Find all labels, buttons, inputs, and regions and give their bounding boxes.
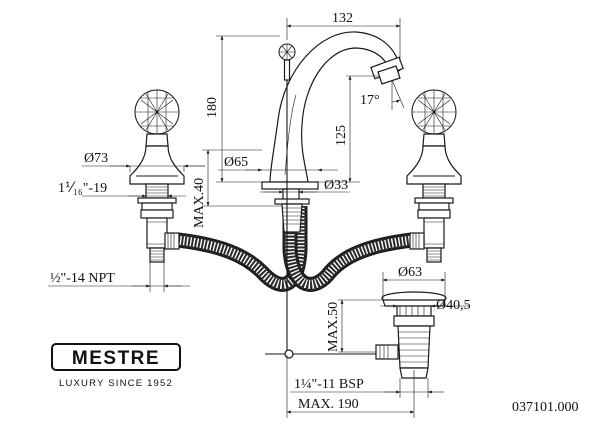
dim-handle-base-dia: Ø73 — [84, 151, 108, 166]
brand-name: MESTRE — [72, 348, 160, 369]
dim-handle-thread: 1⅟₁₆"-19 — [58, 181, 107, 196]
dim-drain-thread: 1¼"-11 BSP — [294, 377, 364, 392]
dim-drain-flange-dia: Ø63 — [398, 265, 422, 280]
dim-spout-reach: 132 — [332, 11, 353, 26]
dim-inlet-thread: ½"-14 NPT — [50, 271, 115, 286]
left-handle — [129, 89, 185, 263]
product-code: 037101.000 — [512, 400, 579, 415]
spout — [261, 31, 404, 355]
flexible-hoses — [177, 206, 413, 292]
dim-drain-body-dia: Ø40,5 — [436, 298, 471, 313]
dim-spout-shank-dia: Ø33 — [324, 178, 348, 193]
dim-drain-max: MAX.50 — [326, 302, 341, 352]
dim-max-deck: MAX.40 — [192, 178, 207, 228]
dim-spout-angle: 17° — [360, 93, 380, 108]
dim-max-spread: MAX. 190 — [298, 397, 359, 412]
dim-total-height: 180 — [205, 97, 220, 118]
dimension-lines — [48, 18, 470, 418]
right-handle — [406, 89, 462, 263]
dim-spout-height: 125 — [334, 125, 349, 146]
brand-tagline: LUXURY SINCE 1952 — [59, 378, 173, 389]
dim-spout-base-dia: Ø65 — [224, 155, 248, 170]
brand-logo: MESTRE — [51, 343, 181, 371]
pop-up-drain — [265, 291, 447, 379]
